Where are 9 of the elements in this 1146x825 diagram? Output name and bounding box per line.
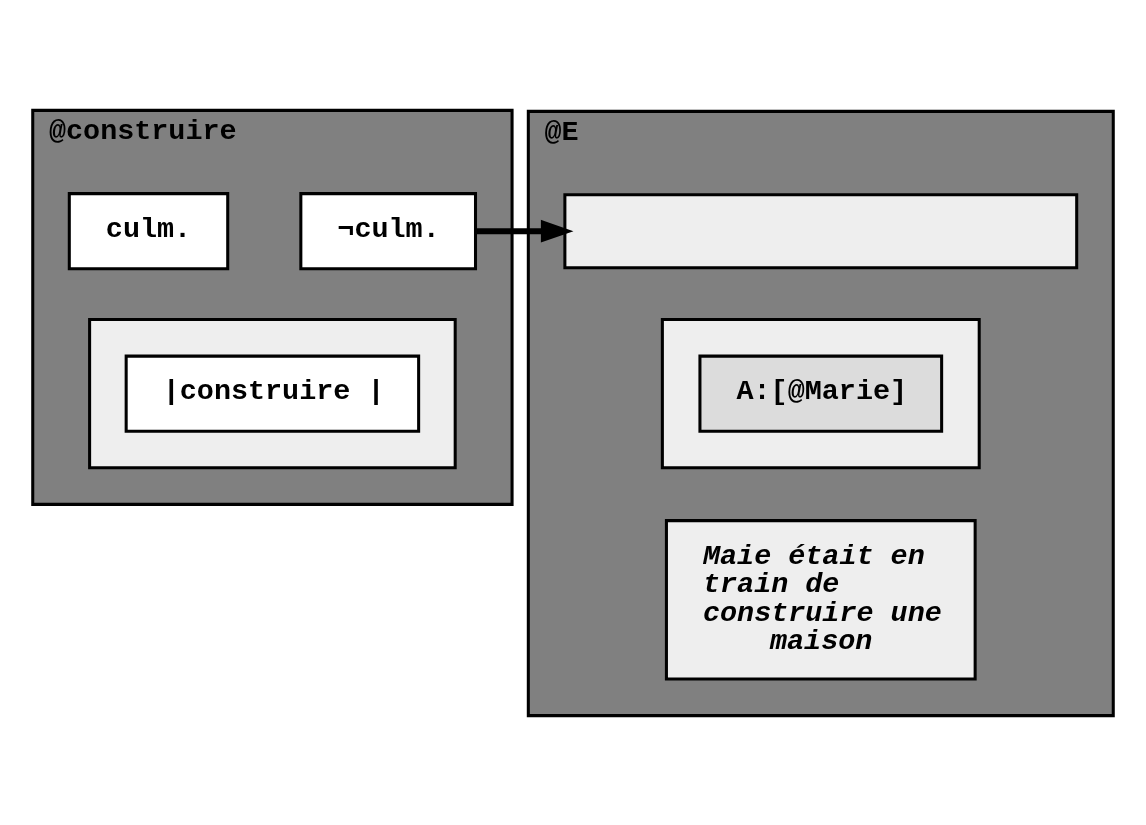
node-box: |construire | — [124, 354, 421, 433]
cluster — [88, 317, 457, 469]
cluster — [660, 317, 981, 469]
node-box: Maie était en train de construire une maison — [664, 518, 977, 681]
node-box: ¬culm. — [299, 191, 478, 270]
arrow — [476, 219, 574, 243]
node-box: A:[@Marie] — [698, 354, 944, 433]
node-box: culm. — [67, 191, 230, 270]
node-box — [563, 192, 1079, 269]
